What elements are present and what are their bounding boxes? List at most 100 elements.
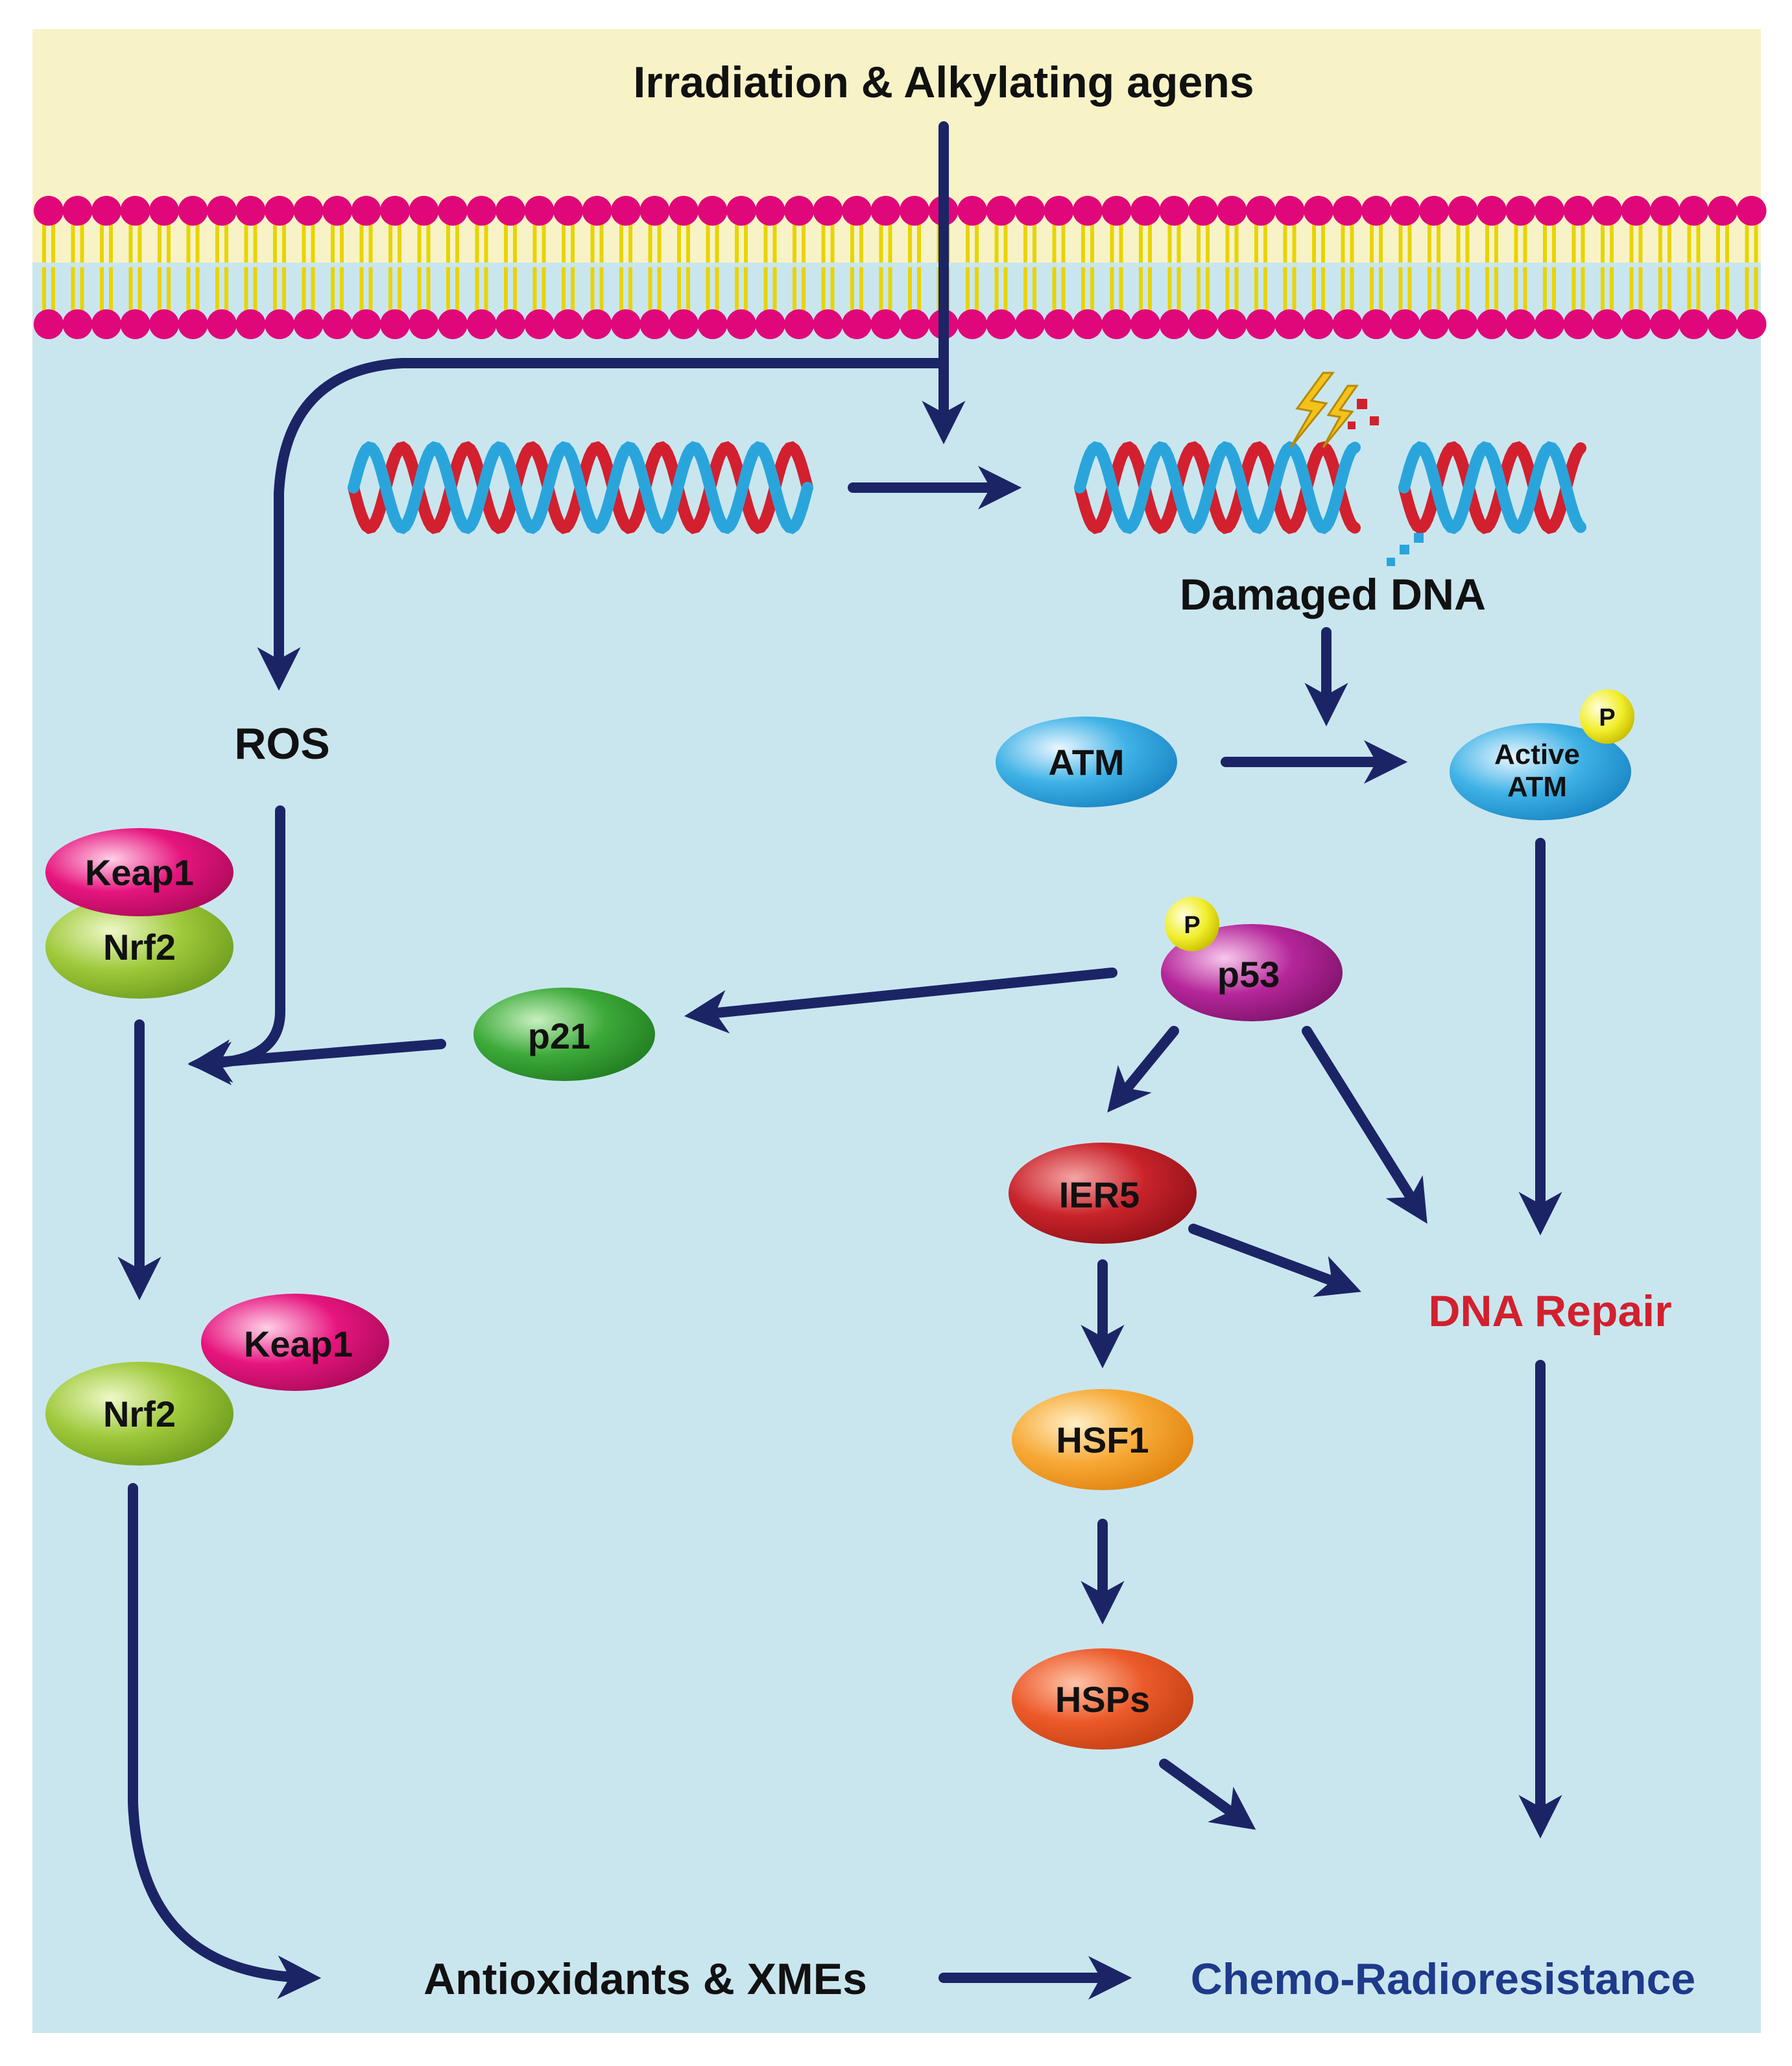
keap1-bottom-node-label: Keap1 xyxy=(244,1324,353,1364)
membrane-head-bottom xyxy=(207,309,237,339)
membrane-head-bottom xyxy=(611,309,641,339)
membrane-head-bottom xyxy=(784,309,814,339)
membrane-head-bottom xyxy=(755,309,785,339)
membrane-head-top xyxy=(496,196,525,226)
p53-node-label: p53 xyxy=(1217,954,1280,995)
membrane-head-bottom xyxy=(1101,309,1132,339)
membrane-head-top xyxy=(1188,196,1218,226)
arrow-ier5-to-dna-repair xyxy=(1188,1224,1361,1297)
membrane-head-top xyxy=(986,196,1016,226)
intact-dna-helix xyxy=(348,441,813,534)
membrane-head-top xyxy=(1736,196,1767,226)
membrane-head-top xyxy=(120,196,150,226)
membrane-head-bottom xyxy=(1246,309,1276,339)
membrane-head-bottom xyxy=(697,309,728,339)
nrf2-top-node: Nrf2 xyxy=(45,895,233,999)
membrane-head-bottom xyxy=(1188,309,1218,339)
membrane-head-bottom xyxy=(957,309,987,339)
membrane-head-bottom xyxy=(1217,309,1247,339)
membrane-head-top xyxy=(1708,196,1738,226)
membrane-head-top xyxy=(466,196,497,226)
membrane-head-bottom xyxy=(322,309,352,339)
membrane-head-bottom xyxy=(293,309,324,339)
membrane-head-bottom xyxy=(409,309,439,339)
membrane-head-top xyxy=(91,196,121,226)
membrane-head-top xyxy=(1592,196,1622,226)
membrane-head-top xyxy=(669,196,699,226)
membrane-head-bottom xyxy=(178,309,208,339)
membrane-head-top xyxy=(697,196,728,226)
membrane-head-bottom xyxy=(351,309,381,339)
membrane-head-top xyxy=(900,196,929,226)
membrane-head-bottom xyxy=(1650,309,1680,339)
membrane-head-bottom xyxy=(669,309,699,339)
membrane-head-top xyxy=(553,196,583,226)
membrane-head-top xyxy=(409,196,439,226)
arrow-p53-to-ier5 xyxy=(1107,1026,1179,1113)
membrane-head-top xyxy=(1073,196,1103,226)
p53-node: p53 xyxy=(1161,924,1343,1021)
dna-strand-blue xyxy=(348,441,813,534)
membrane-head-top xyxy=(611,196,641,226)
membrane-head-top xyxy=(1621,196,1651,226)
atm-node-label: ATM xyxy=(1048,742,1124,783)
phosphate-atm-icon: P xyxy=(1580,689,1634,744)
ier5-node-label: IER5 xyxy=(1059,1174,1140,1215)
membrane-head-top xyxy=(1477,196,1507,226)
hsps-node-label: HSPs xyxy=(1055,1679,1150,1720)
membrane-head-top xyxy=(524,196,555,226)
membrane-head-top xyxy=(842,196,872,226)
membrane-head-bottom xyxy=(1390,309,1420,339)
membrane-head-bottom xyxy=(34,309,64,339)
membrane-head-top xyxy=(1274,196,1305,226)
nrf2-top-node-label: Nrf2 xyxy=(103,927,176,968)
membrane-head-bottom xyxy=(1563,309,1594,339)
membrane-head-top xyxy=(322,196,352,226)
membrane-head-bottom xyxy=(870,309,901,339)
atm-node: ATM xyxy=(996,717,1177,807)
membrane-head-bottom xyxy=(986,309,1016,339)
membrane-head-bottom xyxy=(438,309,468,339)
membrane-head-bottom xyxy=(639,309,670,339)
membrane-head-top xyxy=(1159,196,1189,226)
membrane-head-top xyxy=(351,196,381,226)
phosphate-p53-icon: P xyxy=(1165,897,1219,951)
active-atm-node-label-line2: ATM xyxy=(1507,771,1567,803)
membrane-head-top xyxy=(1419,196,1449,226)
membrane-head-bottom xyxy=(120,309,150,339)
membrane-head-bottom xyxy=(149,309,179,339)
dna-repair-label: DNA Repair xyxy=(1428,1287,1671,1336)
membrane-head-top xyxy=(1130,196,1160,226)
membrane-head-top xyxy=(1015,196,1045,226)
nrf2-bottom-node: Nrf2 xyxy=(45,1362,233,1466)
cell-membrane xyxy=(34,196,1767,339)
membrane-head-top xyxy=(1448,196,1478,226)
membrane-head-bottom xyxy=(235,309,266,339)
dna-strand-red xyxy=(1398,441,1586,534)
membrane-head-bottom xyxy=(1159,309,1189,339)
membrane-head-bottom xyxy=(1419,309,1449,339)
membrane-head-bottom xyxy=(380,309,410,339)
membrane-head-top xyxy=(293,196,324,226)
keap1-top-node: Keap1 xyxy=(45,828,233,916)
arrow-nrf2-to-antioxidants xyxy=(128,1483,322,1999)
membrane-head-bottom xyxy=(1505,309,1536,339)
membrane-head-top xyxy=(149,196,179,226)
damage-fragments-red-icon xyxy=(1348,399,1379,429)
membrane-head-top xyxy=(380,196,410,226)
membrane-head-bottom xyxy=(1736,309,1767,339)
membrane-head-bottom xyxy=(1708,309,1738,339)
arrow-irradiation-to-ros xyxy=(257,358,949,691)
dna-strand-blue xyxy=(1074,441,1361,534)
membrane-head-bottom xyxy=(900,309,929,339)
membrane-head-top xyxy=(813,196,843,226)
membrane-head-top xyxy=(957,196,987,226)
membrane-head-bottom xyxy=(496,309,525,339)
membrane-head-top xyxy=(870,196,901,226)
extracellular-space xyxy=(32,29,1761,263)
membrane-head-bottom xyxy=(842,309,872,339)
arrow-p53-to-dna-repair xyxy=(1302,1026,1428,1224)
membrane-head-bottom xyxy=(582,309,612,339)
membrane-head-top xyxy=(62,196,93,226)
